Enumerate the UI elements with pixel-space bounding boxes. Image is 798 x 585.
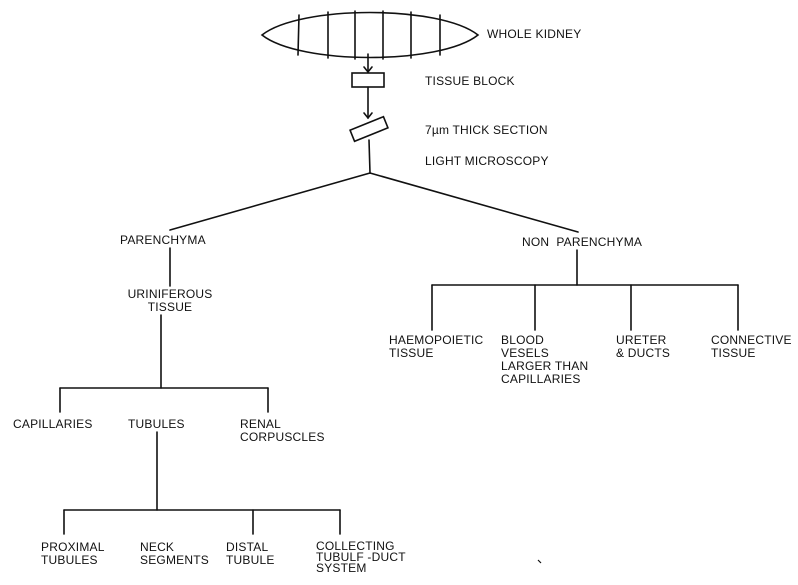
arrowhead [363,112,373,120]
thick-section-shape [349,115,389,143]
proximal-tubules-label: PROXIMAL TUBULES [41,540,105,567]
distal-tubule-label: DISTAL TUBULE [226,540,275,567]
light-microscopy-label: LIGHT MICROSCOPY [425,154,549,168]
collecting-duct-label: COLLECTING TUBULF -DUCT SYSTEM [316,539,406,575]
whole-kidney-label: WHOLE KIDNEY [487,27,582,41]
tissue-block-label: TISSUE BLOCK [425,74,515,88]
capillaries-label: CAPILLARIES [13,417,93,431]
stray-mark [537,559,542,564]
haemopoietic-tissue-label: HAEMOPOIETIC TISSUE [389,333,484,360]
connector-to-non-parenchyma [369,172,579,233]
renal-corpuscles-label: RENAL CORPUSCLES [240,417,325,444]
kidney-shape [260,11,480,59]
uriniferous-tissue-label: URINIFEROUS TISSUE [127,287,213,314]
connector-section-to-branch [368,139,371,174]
connective-tissue-label: CONNECTIVE TISSUE [711,333,792,360]
blood-vessels-label: BLOOD VESELS LARGER THAN CAPILLARIES [501,333,589,386]
thick-section-label: 7µm THICK SECTION [425,123,548,137]
parenchyma-label: PARENCHYMA [120,233,206,247]
ureter-ducts-label: URETER & DUCTS [616,333,671,360]
tubules-label: TUBULES [128,417,185,431]
neck-segments-label: NECK SEGMENTS [140,540,209,567]
tissue-block-shape [351,72,385,88]
connector-to-parenchyma [169,172,371,231]
non-parenchyma-label: NON PARENCHYMA [522,235,643,249]
arrowhead [363,66,373,74]
kidney-segment-line [297,14,300,56]
